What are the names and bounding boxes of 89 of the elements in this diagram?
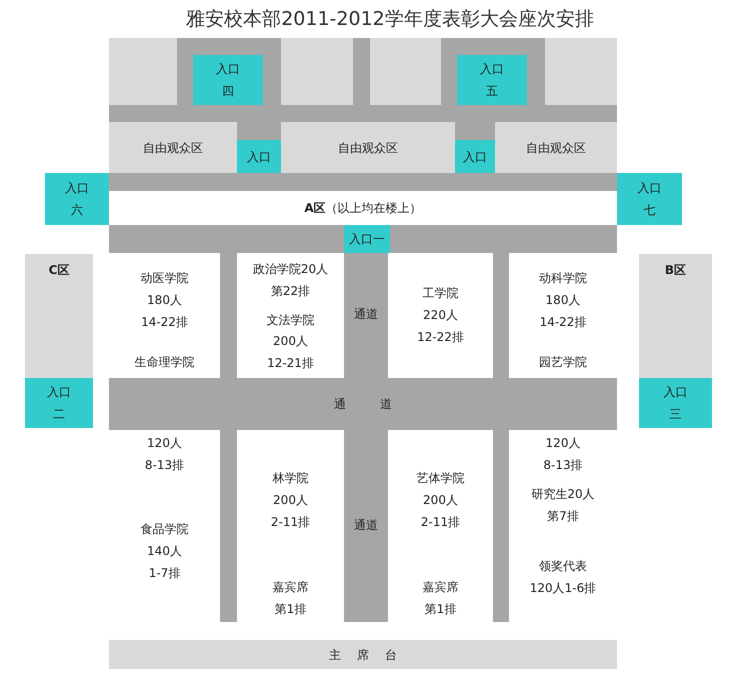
aisle-label: 通道 [353,517,379,533]
entrance-label: 入口 [480,61,504,77]
seating-block [509,253,617,378]
entrance-box [639,378,712,428]
entrance-label: 入口 [638,180,662,196]
seat-info: 140人 [146,543,183,559]
audience-area [495,122,617,173]
entrance-label: 三 [670,406,682,422]
entrance-label: 入口 [463,148,487,164]
aisle-label: 通道 [353,306,379,322]
seat-info: 8-13排 [542,457,584,473]
entrance-label: 二 [53,406,65,422]
seat-info: 120人 [146,435,183,451]
seat-info: 食品学院 [140,521,190,537]
seating-block [109,38,177,105]
seat-info: 第1排 [424,601,458,617]
area-label: 自由观众区 [338,140,398,156]
seating-block [545,38,617,105]
seat-info: 嘉宾席 [272,579,310,595]
entrance-box [45,173,109,225]
seat-info: 220人 [422,307,459,323]
seat-info: 12-21排 [266,355,315,371]
seat-info: 200人 [422,492,459,508]
entrance-label: 入口 [664,384,688,400]
seat-info: 第7排 [546,508,580,524]
seat-info: 2-11排 [270,514,312,530]
seat-info: 120人1-6排 [528,580,598,596]
seat-info: 180人 [544,292,582,308]
entrance-box [193,55,263,105]
seat-info: 第1排 [274,601,308,617]
seating-block [370,38,441,105]
aisle-label: 通 道 [334,396,392,412]
seat-info: 研究生20人 [530,486,596,502]
seat-info: 180人 [146,292,183,308]
seat-info: 工学院 [422,285,460,301]
seat-info: 嘉宾席 [422,579,460,595]
seat-info: 2-11排 [420,514,462,530]
seat-info: 第22排 [270,283,312,299]
zone-block [639,254,712,378]
seating-block [237,253,344,378]
entrance-label: 入口 [65,180,89,196]
seat-info: 园艺学院 [538,354,588,370]
floor-band [109,191,617,225]
entrance-box [344,225,390,253]
seat-info: 120人 [544,435,582,451]
entrance-box [25,378,93,428]
seat-info: 林学院 [272,470,310,486]
seating-block [388,253,493,378]
entrance-label: 五 [486,83,498,99]
seat-info: 200人 [272,333,309,349]
seat-info: 政治学院20人 [252,261,330,277]
audience-area [281,122,455,173]
seat-info: 动科学院 [538,270,588,286]
entrance-label: 六 [71,202,83,218]
seat-info: 14-22排 [140,314,189,330]
seat-info: 12-22排 [416,329,465,345]
seat-info: 生命理学院 [134,354,196,370]
diagram-title: 雅安校本部2011-2012学年度表彰大会座次安排 [185,7,595,32]
audience-area [109,122,237,173]
seat-info: 艺体学院 [416,470,466,486]
entrance-label: 七 [644,202,656,218]
entrance-box [617,173,682,225]
area-label: 自由观众区 [143,140,203,156]
seat-info: 14-22排 [538,314,588,330]
zone-block [25,254,93,378]
seating-block [237,430,344,622]
seating-block [281,38,353,105]
entrance-box [237,140,281,173]
entrance-label: 入口 [47,384,71,400]
seat-info: 200人 [272,492,309,508]
entrance-box [457,55,527,105]
seating-block [388,430,493,622]
seat-info: 文法学院 [266,312,316,328]
stage-platform [109,640,617,669]
area-label: 自由观众区 [526,140,586,156]
entrance-label: 入口 [247,148,271,164]
entrance-label: 入口 [216,61,240,77]
seat-info: 8-13排 [144,457,186,473]
seating-block [109,253,220,378]
area-label: A区（以上均在楼上） [304,200,422,216]
seat-info: 领奖代表 [538,558,588,574]
zone-label: B区 [664,262,686,278]
zone-label: C区 [48,262,70,278]
seat-info: 动医学院 [140,270,190,286]
entrance-label: 四 [222,83,234,99]
entrance-box [455,140,495,173]
entrance-label: 入口一 [349,231,385,247]
seat-info: 1-7排 [148,565,182,581]
stage-label: 主 席 台 [329,646,397,662]
